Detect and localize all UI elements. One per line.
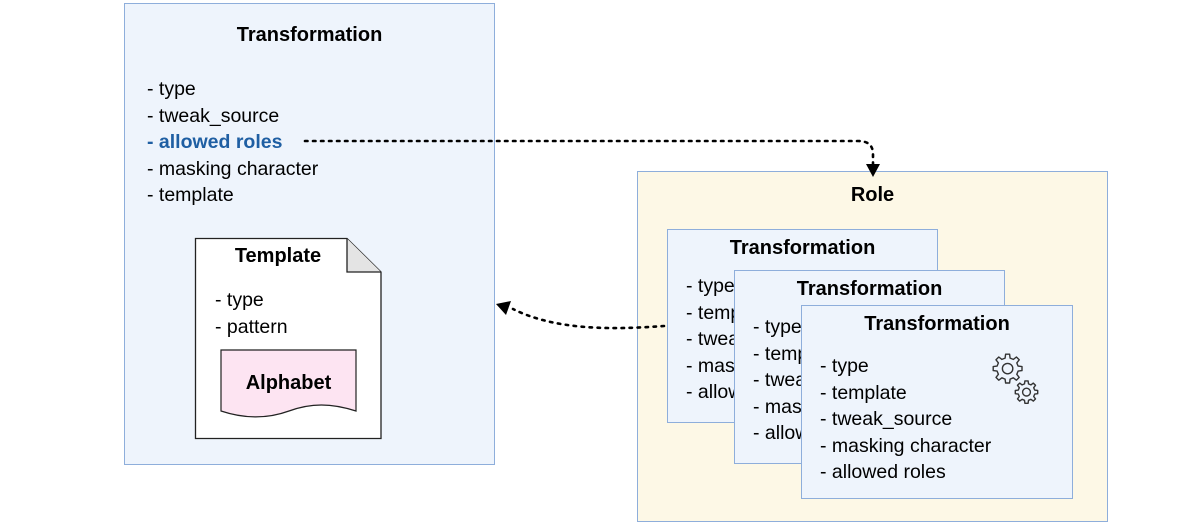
card-title: Transformation <box>864 313 1010 335</box>
card-field: - allowed roles <box>820 461 946 483</box>
transformation-field-list: - type - tweak_source - allowed roles - … <box>147 76 318 209</box>
template-field-type: - type <box>215 289 264 311</box>
alphabet-label: Alphabet <box>245 372 332 394</box>
card-field: - tweak_source <box>820 408 953 430</box>
field-template: - template <box>147 184 234 206</box>
allowed-roles-to-role-connector <box>303 139 875 166</box>
role-to-template-connector <box>511 307 666 330</box>
template-title: Template <box>234 245 322 267</box>
gears-icon <box>992 353 1039 404</box>
alphabet-shape <box>220 349 357 418</box>
card-field: - template <box>820 381 907 404</box>
card-field: - type <box>820 355 869 377</box>
field-type: - type <box>147 78 196 100</box>
card-field: - type <box>686 275 735 297</box>
card-field-list: - type - template - tweak_source - maski… <box>820 353 991 486</box>
card-title: Transformation <box>796 278 943 300</box>
arrow-head-icon <box>496 301 511 315</box>
card-field: - type <box>753 316 802 338</box>
transformation-title: Transformation <box>236 24 383 46</box>
arrow-head-icon <box>866 164 880 177</box>
field-allowed-roles: - allowed roles <box>147 131 283 153</box>
field-masking-character: - masking character <box>147 157 319 180</box>
template-field-list: - type - pattern <box>215 287 288 340</box>
template-field-pattern: - pattern <box>215 315 288 338</box>
role-transformation-card: Transformation - type - template - tweak… <box>801 305 1073 499</box>
card-title: Transformation <box>729 237 876 259</box>
card-field: - masking character <box>820 434 992 457</box>
role-title: Role <box>850 184 895 206</box>
field-tweak-source: - tweak_source <box>147 104 280 127</box>
